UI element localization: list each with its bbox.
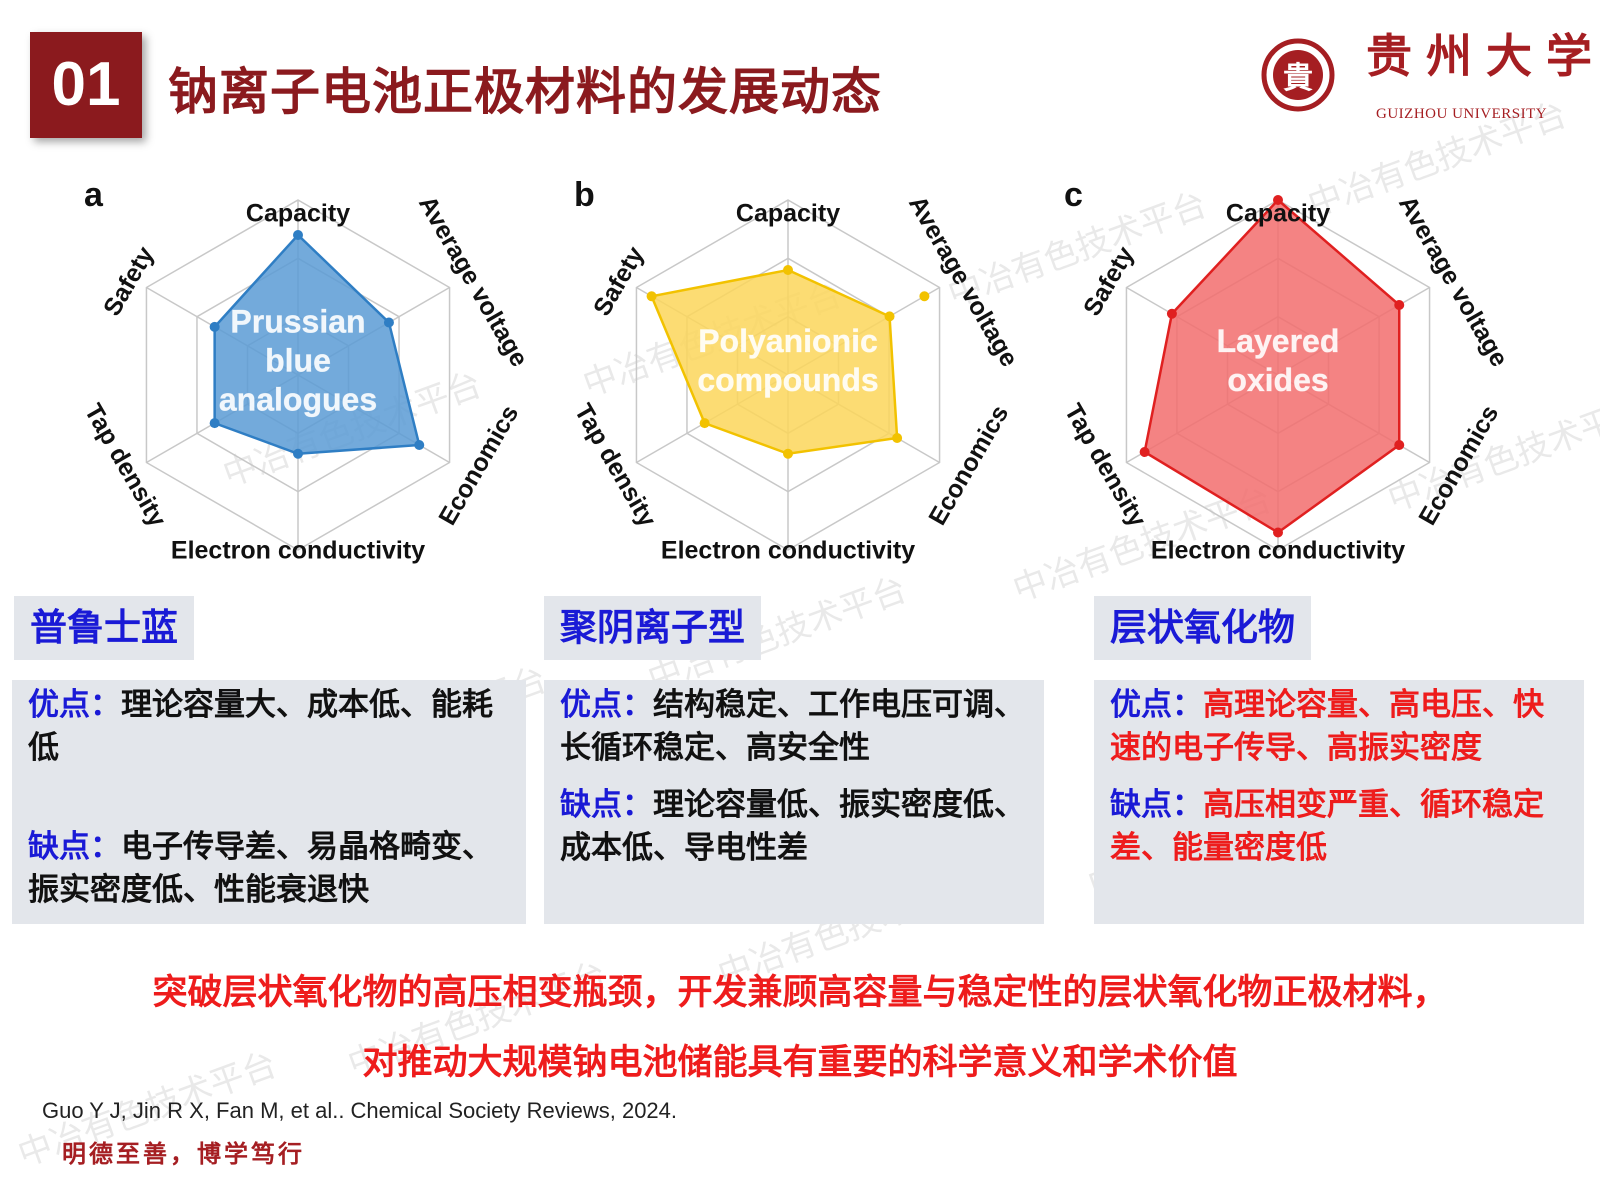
cons-label: 缺点： [560, 787, 653, 823]
axis-label: Electron conductivity [171, 537, 425, 565]
axis-label: Tap density [569, 399, 662, 532]
cons-text: 缺点：电子传导差、易晶格畸变、振实密度低、性能衰退快 [28, 829, 493, 908]
data-point [783, 265, 793, 275]
data-point [293, 448, 303, 459]
series-label: Layered [1217, 323, 1340, 359]
data-point [1139, 447, 1150, 457]
axis-label: Electron conductivity [661, 537, 915, 565]
data-point [1273, 527, 1283, 538]
pros-text: 优点：高理论容量、高电压、快速的电子传导、高振实密度 [1110, 687, 1544, 766]
axis-label: Average voltage [1393, 191, 1513, 372]
data-point [414, 440, 425, 450]
axis-label: Economics [1413, 401, 1504, 531]
data-point [919, 291, 930, 302]
description-polyanionic: 优点：结构稳定、工作电压可调、长循环稳定、高安全性 缺点：理论容量低、振实密度低… [544, 680, 1044, 924]
data-point [293, 230, 303, 240]
pros-label: 优点： [1110, 687, 1203, 723]
cons-label: 缺点： [28, 829, 121, 865]
radar-chart-a: Capacity Average voltageEconomicsElectron… [79, 176, 534, 565]
data-point [383, 317, 394, 328]
radar-chart-b: Capacity Average voltageEconomicsElectron… [569, 176, 1024, 565]
university-name-en: GUIZHOU UNIVERSITY [1376, 106, 1548, 122]
radar-chart-c: Capacity Average voltageEconomicsElectron… [1059, 176, 1514, 565]
pros-label: 优点： [560, 687, 653, 723]
data-point [209, 418, 220, 429]
axis-label: Average voltage [413, 191, 533, 372]
axis-label: Safety [1078, 242, 1140, 321]
category-title-polyanionic: 聚阴离子型 [544, 596, 761, 660]
axis-label: Tap density [1059, 399, 1152, 532]
axis-label: Electron conductivity [1151, 537, 1405, 565]
axis-label: Capacity [736, 200, 840, 228]
conclusion-line-1: 突破层状氧化物的高压相变瓶颈，开发兼顾高容量与稳定性的层状氧化物正极材料， [152, 973, 1448, 1013]
seal-icon: 貴 [1283, 61, 1313, 96]
series-label: Polyanionic [698, 323, 878, 359]
data-point [1394, 300, 1405, 310]
conclusion-line-2: 对推动大规模钠电池储能具有重要的科学意义和学术价值 [362, 1043, 1238, 1083]
reference: Guo Y J, Jin R X, Fan M, et al.. Chemica… [42, 1098, 678, 1123]
category-title-prussian: 普鲁士蓝 [14, 596, 194, 660]
pros-text: 优点：结构稳定、工作电压可调、长循环稳定、高安全性 [560, 687, 1025, 766]
panel-letter: c [1064, 176, 1083, 214]
axis-label: Capacity [246, 200, 350, 228]
series-label: analogues [219, 381, 377, 417]
panel-letter: a [84, 176, 104, 214]
series-label: Prussian [230, 303, 365, 339]
data-point [892, 433, 903, 443]
university-motto: 明德至善，博学笃行 [62, 1139, 305, 1168]
axis-label: Economics [433, 401, 524, 531]
data-point [783, 448, 793, 459]
pros-label: 优点： [28, 687, 121, 723]
cons-text: 缺点：高压相变严重、循环稳定差、能量密度低 [1110, 787, 1544, 866]
section-number: 01 [30, 32, 142, 138]
axis-label: Safety [588, 242, 650, 321]
series-label: blue [265, 342, 331, 378]
data-point [884, 311, 895, 322]
data-point [1166, 308, 1177, 319]
axis-label: Economics [923, 401, 1014, 531]
data-point [209, 321, 220, 332]
description-prussian: 优点：理论容量大、成本低、能耗低 缺点：电子传导差、易晶格畸变、振实密度低、性能… [12, 680, 526, 924]
series-label: compounds [697, 362, 878, 398]
panel-letter: b [574, 176, 595, 214]
university-logo: 貴 [1261, 38, 1335, 112]
pros-text: 优点：理论容量大、成本低、能耗低 [28, 687, 493, 766]
category-title-layered: 层状氧化物 [1094, 596, 1311, 660]
axis-label: Capacity [1226, 200, 1330, 228]
data-point [699, 418, 710, 429]
data-point [646, 291, 657, 302]
cons-text: 缺点：理论容量低、振实密度低、成本低、导电性差 [560, 787, 1025, 866]
data-point [1273, 195, 1283, 205]
data-point [1394, 440, 1405, 450]
cons-label: 缺点： [1110, 787, 1203, 823]
series-label: oxides [1227, 362, 1328, 398]
axis-label: Tap density [79, 399, 172, 532]
axis-label: Average voltage [903, 191, 1023, 372]
description-layered: 优点：高理论容量、高电压、快速的电子传导、高振实密度 缺点：高压相变严重、循环稳… [1094, 680, 1584, 924]
university-name: 贵州大学 [1366, 29, 1600, 83]
page-title: 钠离子电池正极材料的发展动态 [168, 63, 882, 121]
axis-label: Safety [98, 242, 160, 321]
